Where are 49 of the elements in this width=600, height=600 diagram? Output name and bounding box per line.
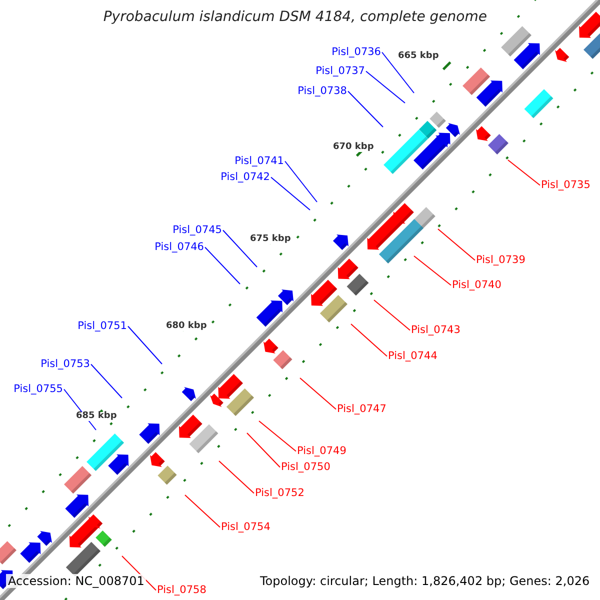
gene-label: Pisl_0737 — [316, 66, 365, 76]
leader-line — [270, 176, 310, 210]
gene-label: Pisl_0758 — [157, 585, 206, 596]
leader-line — [222, 230, 258, 268]
gene-label: Pisl_0753 — [40, 359, 90, 370]
gene-label: Pisl_0742 — [220, 172, 270, 182]
leader-line — [246, 432, 280, 468]
gene-label: Pisl_0752 — [255, 488, 304, 498]
gene-label: Pisl_0740 — [452, 280, 502, 290]
gene-label: Pisl_0749 — [297, 446, 346, 456]
accession-text: Accession: NC_008701 — [6, 574, 146, 588]
leader-line — [414, 256, 452, 286]
gene-label: Pisl_0741 — [234, 156, 284, 166]
leader-line — [184, 494, 220, 528]
leader-line — [284, 160, 318, 202]
scale-label: 670 kbp — [333, 143, 374, 152]
title: Pyrobaculum islandicum DSM 4184, complete genome — [103, 10, 487, 24]
gene-label: Pisl_0751 — [78, 321, 127, 332]
gene-label: Pisl_0738 — [298, 86, 347, 96]
leader-line — [90, 364, 122, 398]
leader-line — [382, 52, 414, 94]
leader-line — [438, 228, 476, 261]
scale-label: 685 kbp — [76, 412, 117, 421]
gene-label: Pisl_0745 — [172, 225, 222, 236]
gene-label: Pisl_0754 — [221, 522, 270, 532]
gene-label: Pisl_0739 — [476, 255, 526, 266]
gene-label: Pisl_0746 — [154, 242, 204, 252]
leader-line — [374, 300, 410, 331]
gene-label: Pisl_0750 — [281, 462, 330, 472]
leader-line — [366, 70, 406, 104]
genome-info-text: Topology: circular; Length: 1,826,402 bp; Genes: 2,026 — [258, 574, 592, 588]
leader-line — [348, 90, 384, 128]
scale-label: 680 kbp — [166, 322, 207, 331]
leader-line — [122, 556, 156, 591]
leader-line — [128, 326, 162, 364]
leader-line — [204, 246, 240, 284]
gene-label: Pisl_0736 — [332, 47, 381, 58]
scale-label: 665 kbp — [398, 52, 439, 61]
gene-label: Pisl_0744 — [388, 351, 438, 362]
leader-line — [508, 160, 540, 186]
gene-label: Pisl_0755 — [14, 384, 63, 394]
gene-label: Pisl_0747 — [337, 404, 386, 414]
scale-label: 675 kbp — [250, 235, 291, 244]
gene-label: Pisl_0735 — [541, 180, 590, 190]
leader-line — [300, 378, 336, 410]
leader-line — [218, 460, 254, 494]
leader-line — [258, 420, 296, 452]
gene-label: Pisl_0743 — [411, 325, 460, 336]
leader-line — [350, 324, 388, 357]
